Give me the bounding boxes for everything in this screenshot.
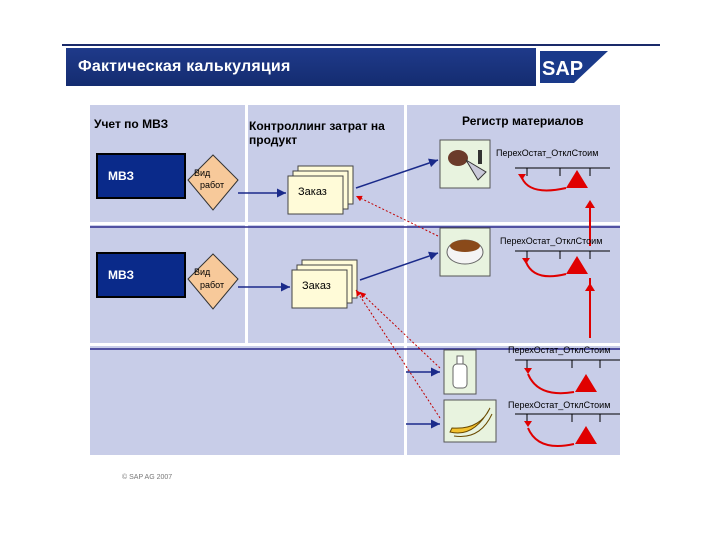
activity-diamond-2: [187, 253, 239, 310]
red-arrow-soup-order1: [355, 195, 439, 237]
red-connector-2-1-head: [585, 200, 595, 208]
order-1-label: Заказ: [298, 186, 327, 198]
row-divider-2: [90, 343, 620, 346]
material-legend-2: ПерехОстат_ОтклСтоим: [500, 236, 603, 246]
sap-logo: SAP: [536, 48, 616, 86]
order-doc-1: [287, 165, 354, 215]
column-heading-product-cost-line1: Контроллинг затрат на: [249, 119, 385, 133]
copyright: © SAP AG 2007: [122, 474, 173, 481]
column-divider-2: [404, 105, 407, 455]
order-doc-2: [291, 259, 358, 309]
arrow-order1-meat: [355, 158, 439, 189]
top-rule: [62, 44, 660, 46]
cost-center-box-2: МВЗ: [96, 252, 186, 298]
red-arrow-banana-order2: [355, 289, 441, 419]
variance-group-1: [515, 167, 610, 192]
milk-icon: [443, 349, 477, 395]
page-title: Фактическая калькуляция: [78, 58, 291, 75]
column-heading-cost-center: Учет по МВЗ: [94, 117, 169, 131]
diamond-2-line2: работ: [200, 280, 225, 290]
banana-icon: [443, 399, 497, 443]
material-legend-1: ПерехОстат_ОтклСтоим: [496, 148, 599, 158]
title-bar: [66, 48, 566, 86]
red-connector-3-2-head: [585, 283, 595, 291]
cost-center-box-1: МВЗ: [96, 153, 186, 199]
material-legend-3: ПерехОстат_ОтклСтоим: [508, 345, 611, 355]
variance-group-3: [515, 359, 620, 395]
diamond-1-line2: работ: [200, 180, 225, 190]
variance-group-2: [515, 250, 610, 278]
svg-text:SAP: SAP: [542, 58, 583, 80]
column-heading-material-ledger: Регистр материалов: [462, 114, 584, 128]
material-legend-4: ПерехОстат_ОтклСтоим: [508, 400, 611, 410]
activity-diamond-1: [187, 154, 239, 211]
arrow-order2-soup: [359, 251, 439, 281]
variance-group-4: [515, 413, 620, 447]
column-heading-product-cost-line2: продукт: [249, 133, 298, 147]
soup-icon: [439, 227, 491, 277]
order-2-label: Заказ: [302, 280, 331, 292]
diamond-1-line1: Вид: [194, 168, 211, 178]
row-divider-1: [90, 222, 620, 225]
meat-icon: [439, 139, 491, 189]
diamond-2-line1: Вид: [194, 267, 211, 277]
